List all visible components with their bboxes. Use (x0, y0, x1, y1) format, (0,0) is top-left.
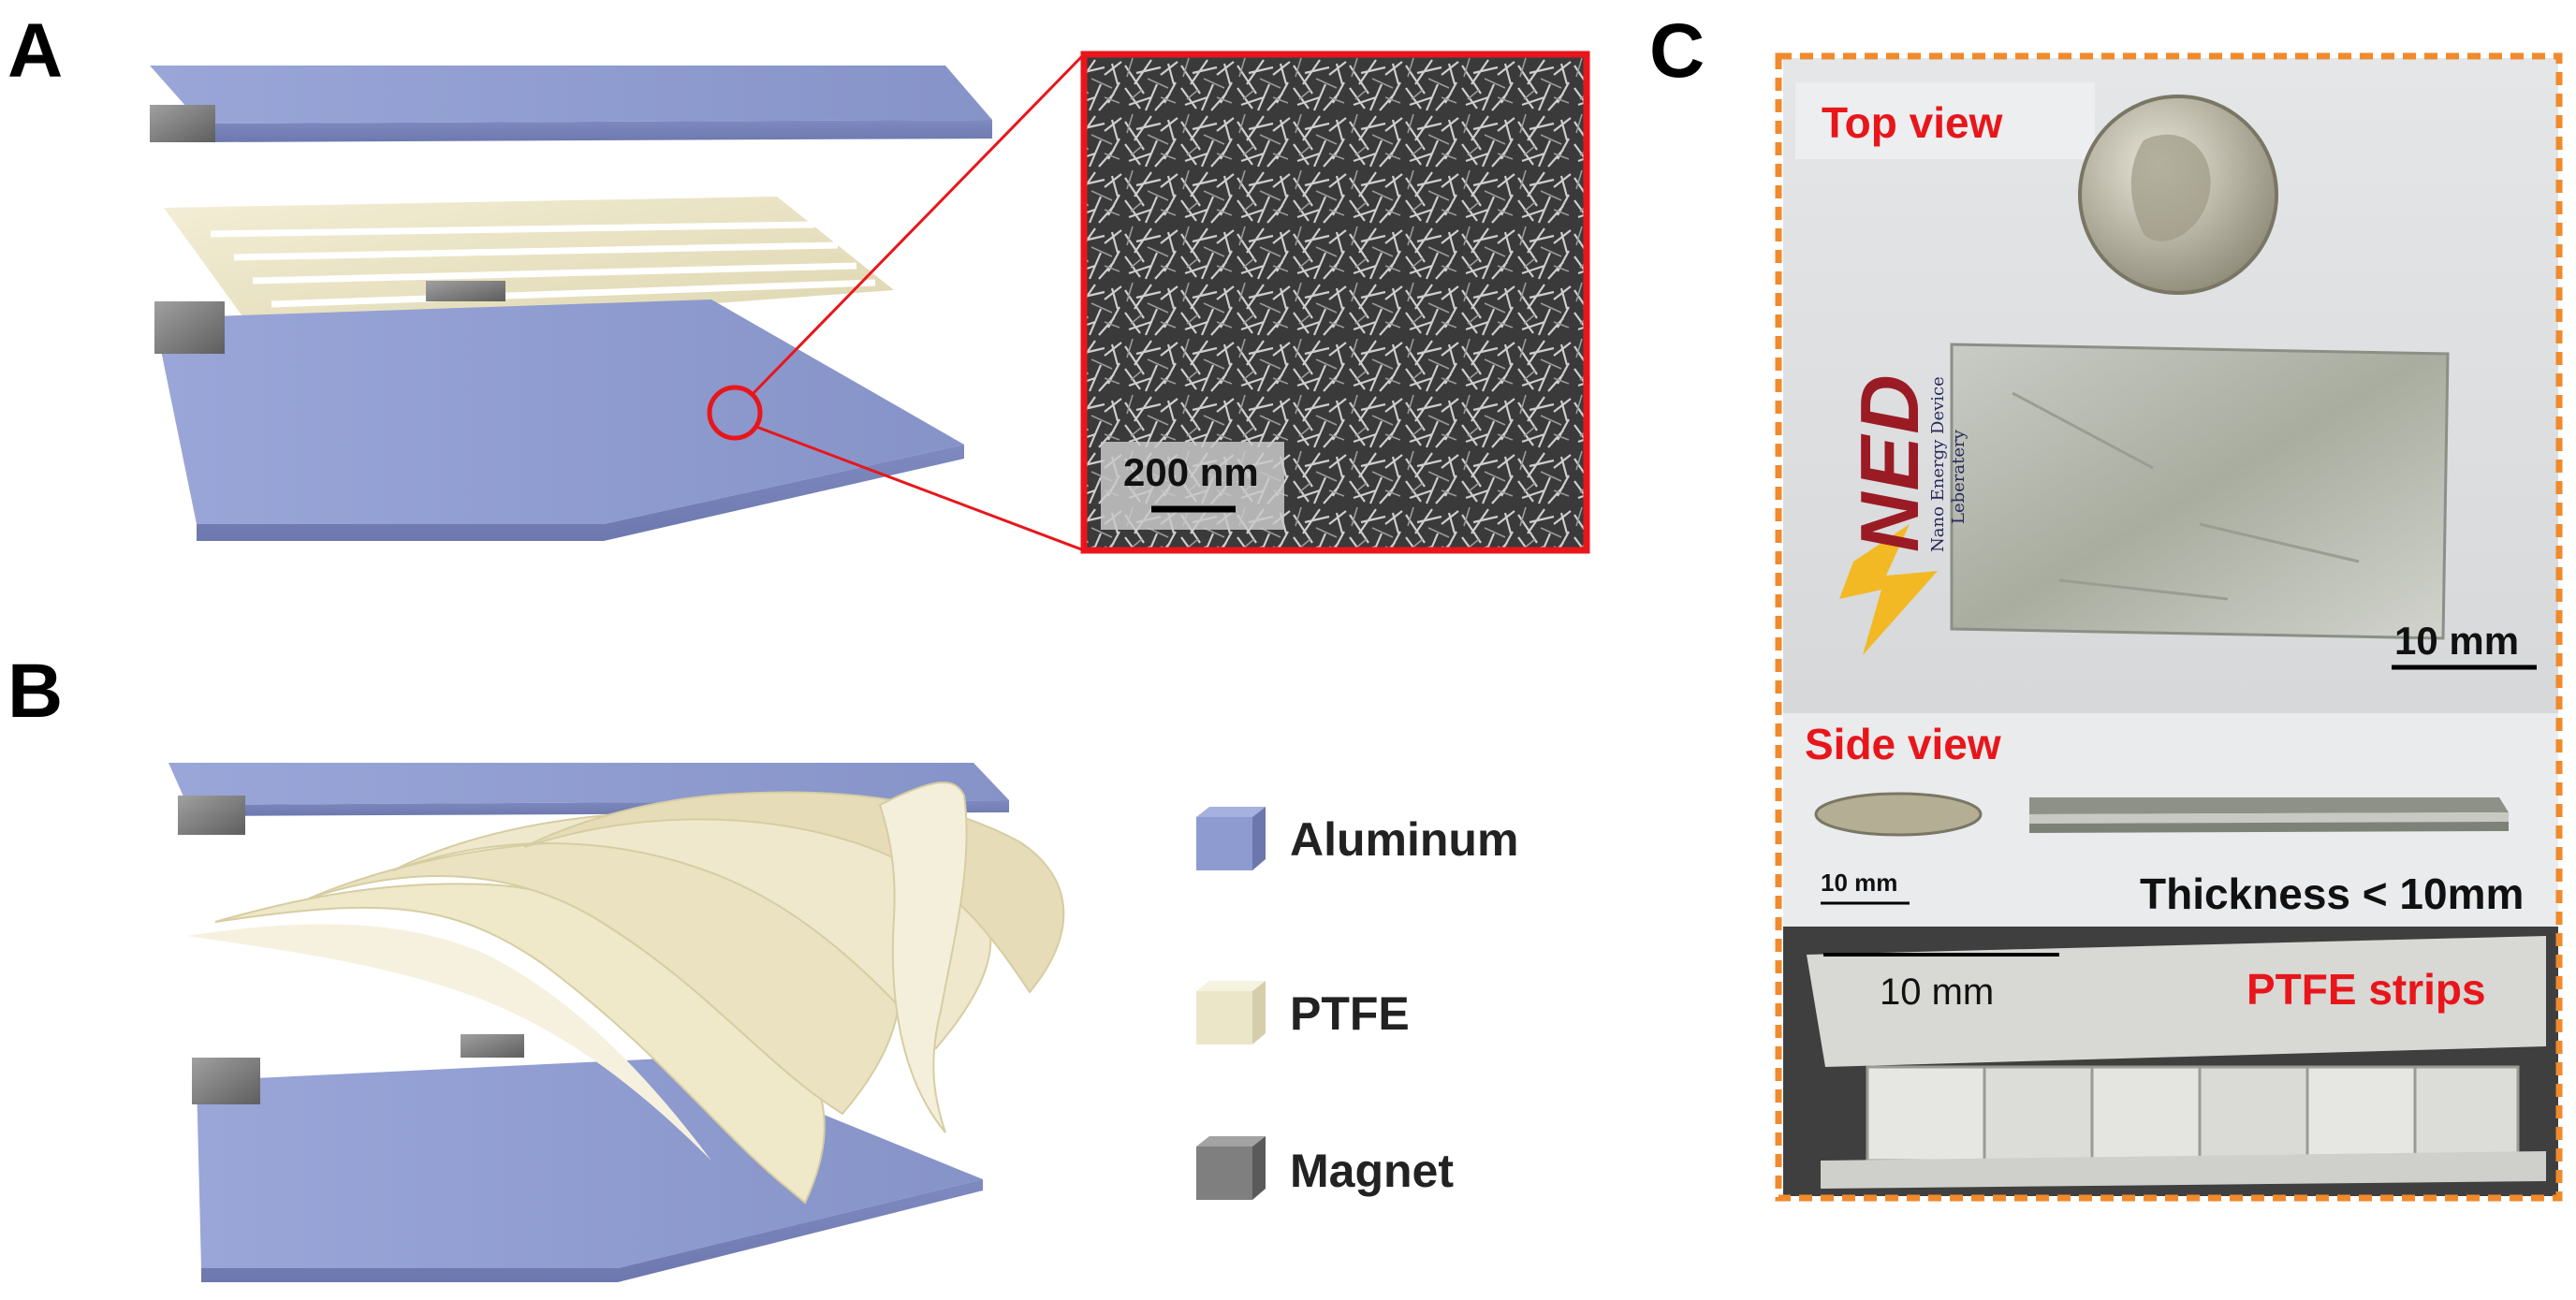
side-view-scale-label: 10 mm (1821, 869, 1898, 897)
zoom-circle (707, 385, 763, 441)
zoom-line-top (752, 52, 1086, 395)
panel-a-device (150, 52, 1086, 552)
legend-label-magnet: Magnet (1290, 1145, 1454, 1197)
stack-side (2029, 797, 2509, 833)
legend-cube-magnet (1196, 1136, 1266, 1200)
magnet-middle (426, 281, 505, 301)
ned-logo (1839, 524, 1938, 655)
top-view-label: Top view (1822, 98, 2003, 147)
ptfe-strip-squares (1866, 1065, 2520, 1162)
ned-logo-subtitle-1: Nano Energy Device (1928, 376, 1948, 552)
aluminum-plate-bottom (154, 299, 964, 524)
top-view-label-bg (1795, 82, 2095, 159)
legend-label-aluminum: Aluminum (1290, 813, 1519, 866)
aluminum-plate-top-edge (201, 120, 992, 142)
zoom-line-bottom (755, 425, 1085, 552)
ptfe-strips-label: PTFE strips (2247, 965, 2486, 1014)
panel-label-b: B (7, 649, 64, 734)
side-view-label: Side view (1805, 720, 2001, 768)
magnet-bottom (154, 301, 225, 354)
legend-cube-ptfe (1196, 981, 1266, 1044)
ptfe-scale-label: 10 mm (1880, 971, 1995, 1013)
aluminum-plate-bottom-b (197, 1058, 983, 1268)
sem-scale-label: 200 nm (1123, 450, 1259, 494)
ned-logo-subtitle-2: Leberatery (1949, 430, 1969, 524)
thickness-label: Thickness < 10mm (2140, 869, 2525, 918)
coin-side (1814, 792, 1983, 837)
aluminum-sample-top (1950, 343, 2450, 640)
magnet-top (150, 105, 215, 142)
sem-scale-background (1101, 442, 1284, 530)
aluminum-plate-top (150, 66, 992, 124)
panel-b-device (168, 763, 1065, 1282)
top-view-scale-label: 10 mm (2394, 619, 2520, 663)
aluminum-plate-bottom-edge (197, 445, 964, 541)
panel-c-photo (1775, 52, 2563, 1202)
ptfe-top-sheet (1807, 936, 2546, 1067)
legend-label-ptfe: PTFE (1290, 987, 1410, 1040)
sem-inset (1080, 51, 1590, 554)
ptfe-bottom-sheet (1821, 1151, 2546, 1189)
magnet-top-b (178, 796, 245, 835)
aluminum-plate-bottom-b-edge (201, 1179, 983, 1282)
ptfe-strips-wavy (187, 781, 1065, 1205)
panel-label-c: C (1649, 8, 1705, 94)
legend-cube-aluminum (1196, 807, 1266, 870)
photo-frame (1775, 52, 2563, 1202)
panel-label-a: A (7, 8, 64, 94)
magnet-bottom-b (192, 1058, 260, 1104)
magnet-middle-b (461, 1034, 524, 1058)
ned-logo-letters: NED (1843, 372, 1936, 552)
